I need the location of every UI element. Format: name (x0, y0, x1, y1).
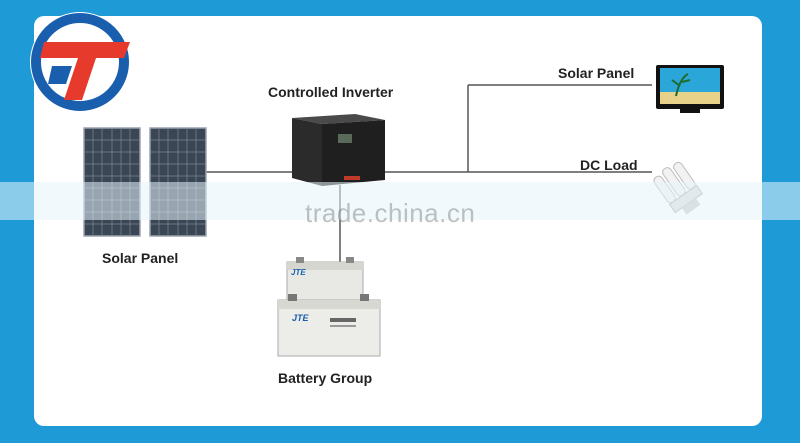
watermark-text: trade.china.cn (305, 198, 476, 228)
dc-load-label: DC Load (580, 157, 638, 173)
television-icon (656, 65, 724, 113)
battery-group-label: Battery Group (278, 370, 373, 386)
controlled-inverter-label: Controlled Inverter (268, 84, 394, 100)
inverter-unit (292, 114, 385, 186)
battery-brand-label-front: JTE (292, 313, 309, 323)
solar-panel-left-label: Solar Panel (102, 250, 179, 266)
company-logo (30, 12, 130, 112)
watermark-band (0, 182, 800, 220)
solar-panel-top-label: Solar Panel (558, 65, 635, 81)
battery-back (286, 257, 364, 303)
connection-lines (206, 84, 652, 262)
battery-front (277, 294, 381, 357)
battery-brand-label-back: JTE (291, 268, 306, 277)
battery-group-icon (277, 257, 381, 357)
